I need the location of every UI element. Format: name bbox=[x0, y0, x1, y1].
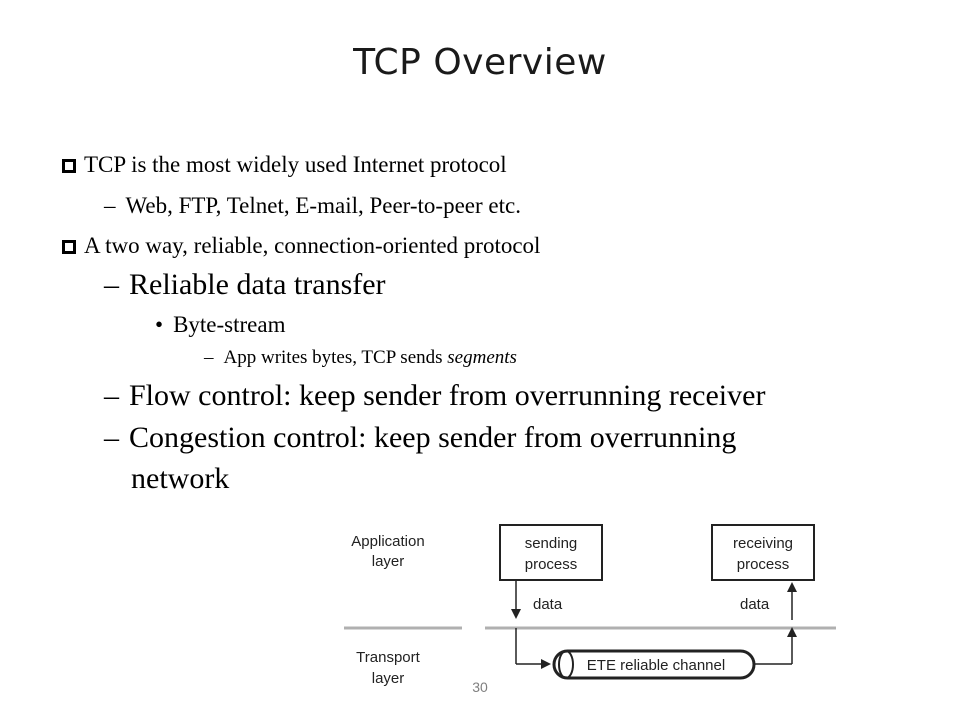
dash-bullet-icon: – bbox=[104, 379, 119, 412]
dash-bullet-icon: – bbox=[104, 268, 119, 301]
page-number: 30 bbox=[472, 679, 488, 695]
bullet-1-sub-text: Web, FTP, Telnet, E-mail, Peer-to-peer e… bbox=[125, 193, 521, 218]
bullet-1: TCP is the most widely used Internet pro… bbox=[62, 152, 507, 178]
sending-process-line2: process bbox=[525, 556, 578, 573]
receiving-process-line1: receiving bbox=[733, 535, 793, 552]
dot-bullet-icon: • bbox=[155, 312, 164, 337]
app-layer-label-line2: layer bbox=[372, 553, 405, 570]
square-bullet-icon bbox=[62, 240, 76, 254]
bullet-1-sub: –Web, FTP, Telnet, E-mail, Peer-to-peer … bbox=[104, 193, 521, 219]
receiving-process-box bbox=[711, 524, 815, 581]
channel-label: ETE reliable channel bbox=[587, 657, 725, 674]
transport-layer-label-line2: layer bbox=[372, 670, 405, 687]
transport-layer-label-line1: Transport bbox=[356, 649, 420, 666]
bullet-2-sub-1-item-detail: –App writes bytes, TCP sends segments bbox=[204, 347, 517, 369]
dash-bullet-icon: – bbox=[104, 421, 119, 454]
detail-text: App writes bytes, TCP sends bbox=[223, 347, 448, 368]
bullet-2-sub-3-text: Congestion control: keep sender from ove… bbox=[129, 421, 737, 454]
bullet-2-sub-2-text: Flow control: keep sender from overrunni… bbox=[129, 379, 766, 412]
sending-process-box bbox=[499, 524, 603, 581]
data-right-label: data bbox=[740, 596, 770, 613]
sending-process-line1: sending bbox=[525, 535, 578, 552]
dash-bullet-icon: – bbox=[204, 347, 214, 368]
channel-pipe-end bbox=[558, 650, 574, 679]
bullet-2: A two way, reliable, connection-oriented… bbox=[62, 233, 540, 259]
bullet-2-text: A two way, reliable, connection-oriented… bbox=[84, 233, 541, 258]
bullet-2-sub-3: –Congestion control: keep sender from ov… bbox=[104, 421, 736, 455]
slide-title: TCP Overview bbox=[353, 42, 607, 83]
data-left-label: data bbox=[533, 596, 563, 613]
tcp-channel-diagram: Application layer Transport layer sendin… bbox=[344, 524, 836, 687]
bullet-2-sub-3-cont: network bbox=[131, 462, 230, 495]
square-bullet-icon bbox=[62, 159, 76, 173]
bullet-2-sub-1-item-text: Byte-stream bbox=[173, 312, 286, 337]
bullet-list: TCP is the most widely used Internet pro… bbox=[62, 152, 765, 495]
bullet-2-sub-1: –Reliable data transfer bbox=[104, 268, 386, 302]
detail-emphasis: segments bbox=[447, 347, 517, 368]
dash-bullet-icon: – bbox=[104, 193, 116, 218]
bullet-2-sub-1-text: Reliable data transfer bbox=[129, 268, 386, 301]
receiving-process-line2: process bbox=[737, 556, 790, 573]
bullet-2-sub-1-item: • Byte-stream bbox=[155, 312, 285, 338]
app-layer-label-line1: Application bbox=[351, 533, 424, 550]
bullet-2-sub-2: –Flow control: keep sender from overrunn… bbox=[104, 379, 765, 413]
bullet-1-text: TCP is the most widely used Internet pro… bbox=[84, 152, 507, 177]
